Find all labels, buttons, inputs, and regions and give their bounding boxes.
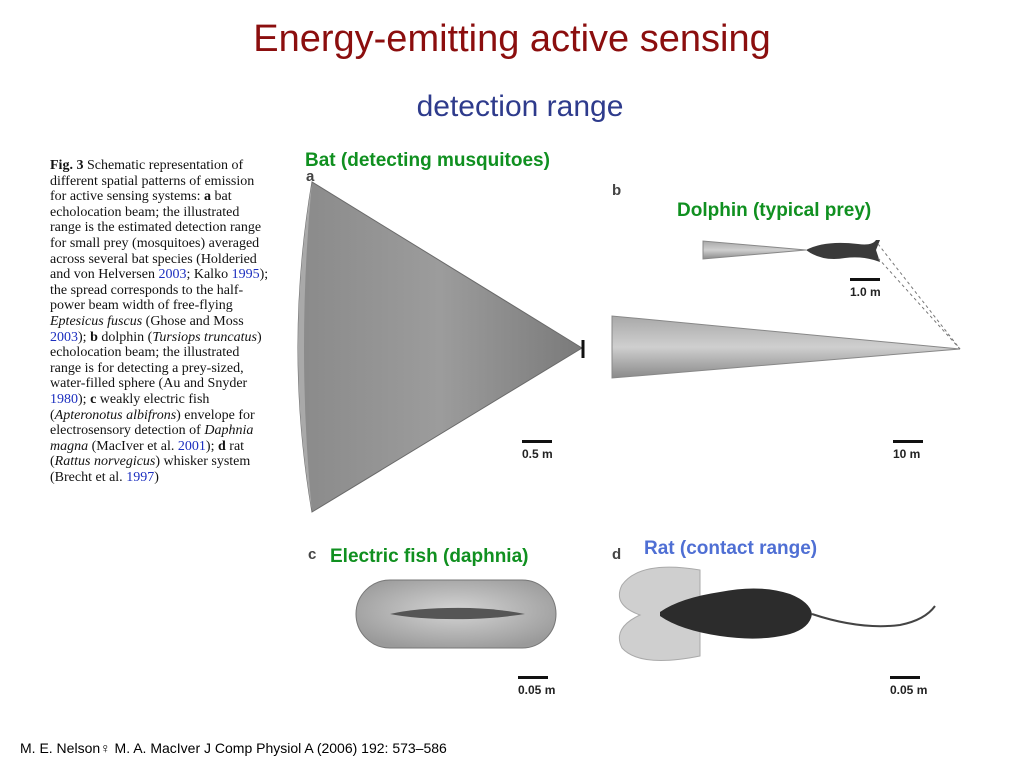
slide-title: Energy-emitting active sensing bbox=[253, 18, 771, 60]
figure-caption: Fig. 3 Schematic representation of diffe… bbox=[50, 158, 270, 485]
caption-species: Daphnia magna bbox=[50, 423, 254, 454]
dolphin-icon bbox=[806, 240, 880, 262]
caption-text: ); bbox=[78, 329, 91, 345]
caption-reference-link[interactable]: 2003 bbox=[50, 329, 78, 345]
caption-reference-link[interactable]: 1995 bbox=[231, 267, 260, 283]
caption-text: rat ( bbox=[50, 438, 245, 470]
whisker-contact-range bbox=[618, 566, 701, 661]
caption-text: ) echolocation beam; the illustrated ran… bbox=[50, 329, 262, 392]
panel-letter-b: b bbox=[612, 182, 622, 199]
caption-text: ); the spread corresponds to the half-po… bbox=[50, 267, 269, 314]
caption-text: (MacIver et al. bbox=[88, 438, 178, 454]
rat-icon bbox=[660, 588, 812, 639]
electric-fish-icon bbox=[390, 607, 525, 620]
zoom-guide-line bbox=[877, 243, 961, 350]
panel-b-label: Dolphin (typical prey) bbox=[677, 200, 872, 221]
scale-bar-label: 0.05 m bbox=[890, 683, 928, 697]
electric-fish-illustration bbox=[355, 579, 557, 649]
panel-a-label: Bat (detecting musquitoes) bbox=[305, 150, 550, 171]
caption-reference-link[interactable]: 2001 bbox=[177, 438, 206, 454]
caption-panel-b: b bbox=[90, 329, 98, 345]
scale-bar-label: 10 m bbox=[893, 447, 921, 461]
caption-reference-link[interactable]: 1980 bbox=[50, 391, 78, 407]
caption-text: (Ghose and Moss bbox=[142, 313, 244, 329]
scale-bar-c: 0.05 m bbox=[518, 676, 555, 697]
caption-reference-link[interactable]: 1997 bbox=[126, 469, 155, 485]
caption-text: ) bbox=[154, 469, 159, 485]
caption-species: Apteronotus albifrons bbox=[54, 407, 177, 423]
scale-bar-a: 0.5 m bbox=[522, 440, 553, 461]
caption-text: ; Kalko bbox=[186, 267, 232, 283]
rat-tail bbox=[811, 605, 936, 628]
caption-text: ) envelope for electrosensory detection … bbox=[50, 407, 255, 439]
caption-text: weakly electric fish ( bbox=[50, 391, 210, 423]
scale-bar-b: 10 m bbox=[893, 440, 923, 461]
scale-bar-d: 0.05 m bbox=[890, 676, 927, 697]
caption-panel-d: d bbox=[217, 438, 226, 454]
caption-heading: Fig. 3 bbox=[50, 158, 84, 173]
caption-text: Schematic representation of different sp… bbox=[50, 158, 255, 205]
panel-letter-d: d bbox=[612, 546, 622, 563]
caption-panel-c: c bbox=[90, 391, 97, 407]
caption-species: Rattus norvegicus bbox=[54, 454, 156, 470]
panel-letter-c: c bbox=[308, 546, 317, 563]
dolphin-beam-illustration bbox=[611, 240, 961, 379]
bat-beam-illustration bbox=[297, 181, 585, 513]
caption-text: dolphin ( bbox=[97, 329, 153, 345]
caption-species: Eptesicus fuscus bbox=[50, 313, 143, 329]
caption-text: ); bbox=[78, 391, 91, 407]
citation-footer: M. E. Nelson♀ M. A. MacIver J Comp Physi… bbox=[20, 740, 447, 756]
scale-bar-label: 0.5 m bbox=[522, 447, 553, 461]
scale-bar-label: 1.0 m bbox=[850, 285, 881, 299]
dolphin-beam-cone bbox=[611, 315, 961, 379]
bat-beam-cone bbox=[297, 181, 583, 513]
panel-c-label: Electric fish (daphnia) bbox=[330, 546, 529, 567]
panel-d-label: Rat (contact range) bbox=[644, 538, 818, 559]
scale-bar-b-inset: 1.0 m bbox=[850, 278, 881, 299]
caption-text: ); bbox=[205, 438, 218, 454]
panel-letter-a: a bbox=[306, 168, 315, 185]
caption-reference-link[interactable]: 2003 bbox=[158, 267, 187, 283]
scale-bar-label: 0.05 m bbox=[518, 683, 556, 697]
rat-illustration bbox=[618, 566, 936, 661]
bat-beam-edge bbox=[298, 182, 312, 512]
caption-species: Tursiops truncatus bbox=[152, 329, 257, 345]
caption-panel-a: a bbox=[203, 189, 211, 205]
caption-text: bat echolocation beam; the illustrated r… bbox=[50, 189, 262, 283]
dolphin-inset-beam-cone bbox=[702, 240, 807, 260]
zoom-guide-line bbox=[877, 257, 961, 350]
slide-subtitle: detection range bbox=[416, 90, 624, 123]
caption-text: ) whisker system (Brecht et al. bbox=[50, 454, 251, 485]
